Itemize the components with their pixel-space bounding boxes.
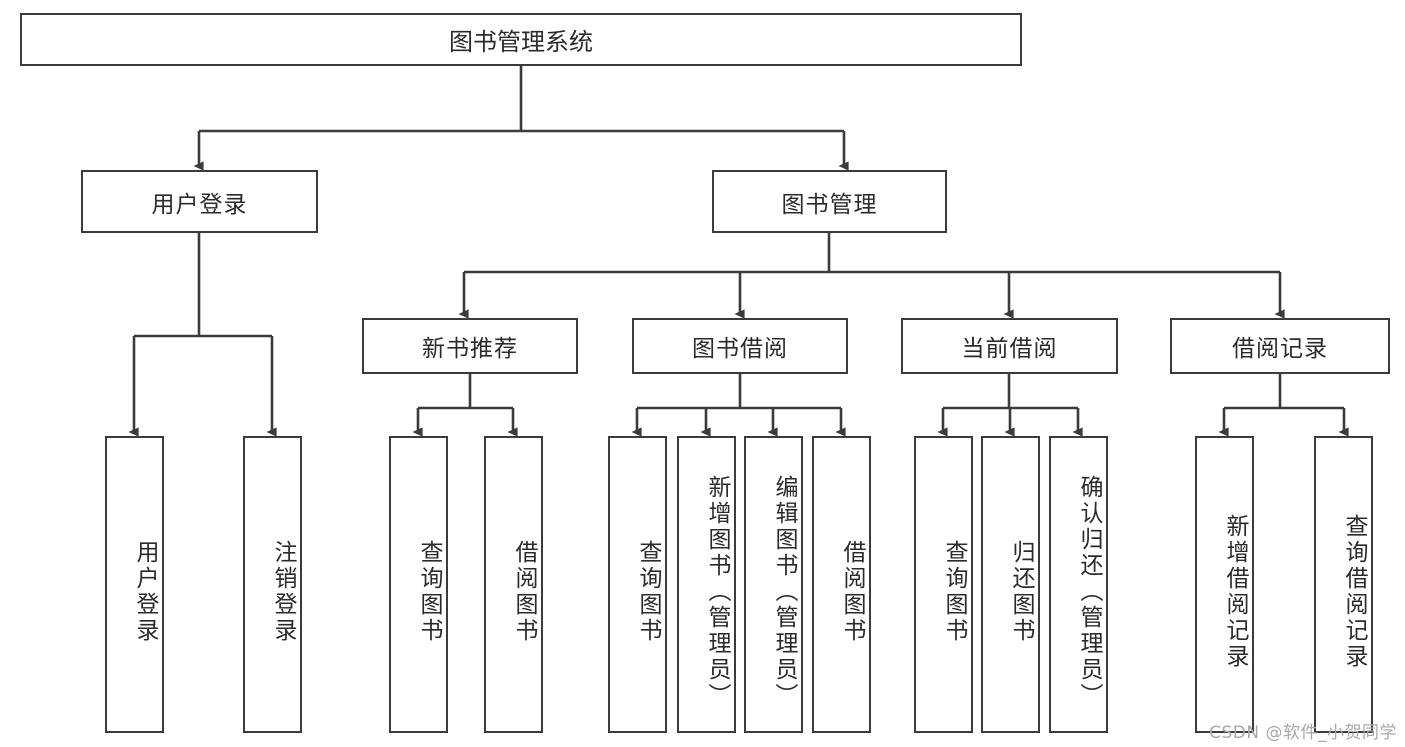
leaf-borrow-book[interactable]: 借阅图书 [812,436,871,733]
node-root-label: 图书管理系统 [449,28,593,56]
leaf-borrow-book-recommend[interactable]: 借阅图书 [484,436,543,733]
leaf-query-borrow-record-label: 查询借阅记录 [1341,513,1367,670]
leaf-edit-book-admin-label: 编辑图书（管理员） [771,474,797,709]
leaf-query-book-recommend-label: 查询图书 [416,539,442,644]
leaf-add-book-admin-label: 新增图书（管理员） [704,474,730,709]
leaf-logout-label: 注销登录 [270,539,296,644]
leaf-add-book-admin[interactable]: 新增图书（管理员） [677,436,736,733]
node-current-borrow[interactable]: 当前借阅 [901,318,1118,374]
node-book-borrow-label: 图书借阅 [692,336,788,362]
node-current-borrow-label: 当前借阅 [961,336,1058,362]
leaf-return-book[interactable]: 归还图书 [981,436,1040,733]
leaf-user-login[interactable]: 用户登录 [105,436,164,733]
node-new-book-recommend[interactable]: 新书推荐 [362,318,578,374]
leaf-borrow-book-label: 借阅图书 [839,539,865,644]
leaf-borrow-book-recommend-label: 借阅图书 [511,539,537,644]
leaf-edit-book-admin[interactable]: 编辑图书（管理员） [744,436,803,733]
leaf-query-book-current-label: 查询图书 [941,539,967,644]
leaf-add-borrow-record[interactable]: 新增借阅记录 [1195,436,1254,733]
csdn-watermark: CSDN @软件_小贺同学 [1209,723,1397,743]
leaf-query-book-recommend[interactable]: 查询图书 [389,436,448,733]
leaf-add-borrow-record-label: 新增借阅记录 [1222,513,1248,670]
leaf-logout[interactable]: 注销登录 [243,436,302,733]
leaf-query-book-borrow-label: 查询图书 [635,539,661,644]
node-book-management[interactable]: 图书管理 [712,170,947,233]
node-new-book-recommend-label: 新书推荐 [422,336,518,362]
leaf-return-book-label: 归还图书 [1008,539,1034,644]
node-borrow-record[interactable]: 借阅记录 [1170,318,1390,374]
node-user-login[interactable]: 用户登录 [81,170,318,233]
leaf-confirm-return-admin-label: 确认归还（管理员） [1076,474,1102,709]
leaf-confirm-return-admin[interactable]: 确认归还（管理员） [1049,436,1108,733]
leaf-user-login-label: 用户登录 [132,539,158,644]
leaf-query-book-borrow[interactable]: 查询图书 [608,436,667,733]
node-user-login-label: 用户登录 [151,191,248,218]
leaf-query-book-current[interactable]: 查询图书 [914,436,973,733]
node-root[interactable]: 图书管理系统 [20,13,1022,66]
node-book-management-label: 图书管理 [781,191,878,218]
leaf-query-borrow-record[interactable]: 查询借阅记录 [1314,436,1373,733]
node-book-borrow[interactable]: 图书借阅 [632,318,848,374]
node-borrow-record-label: 借阅记录 [1232,336,1328,362]
